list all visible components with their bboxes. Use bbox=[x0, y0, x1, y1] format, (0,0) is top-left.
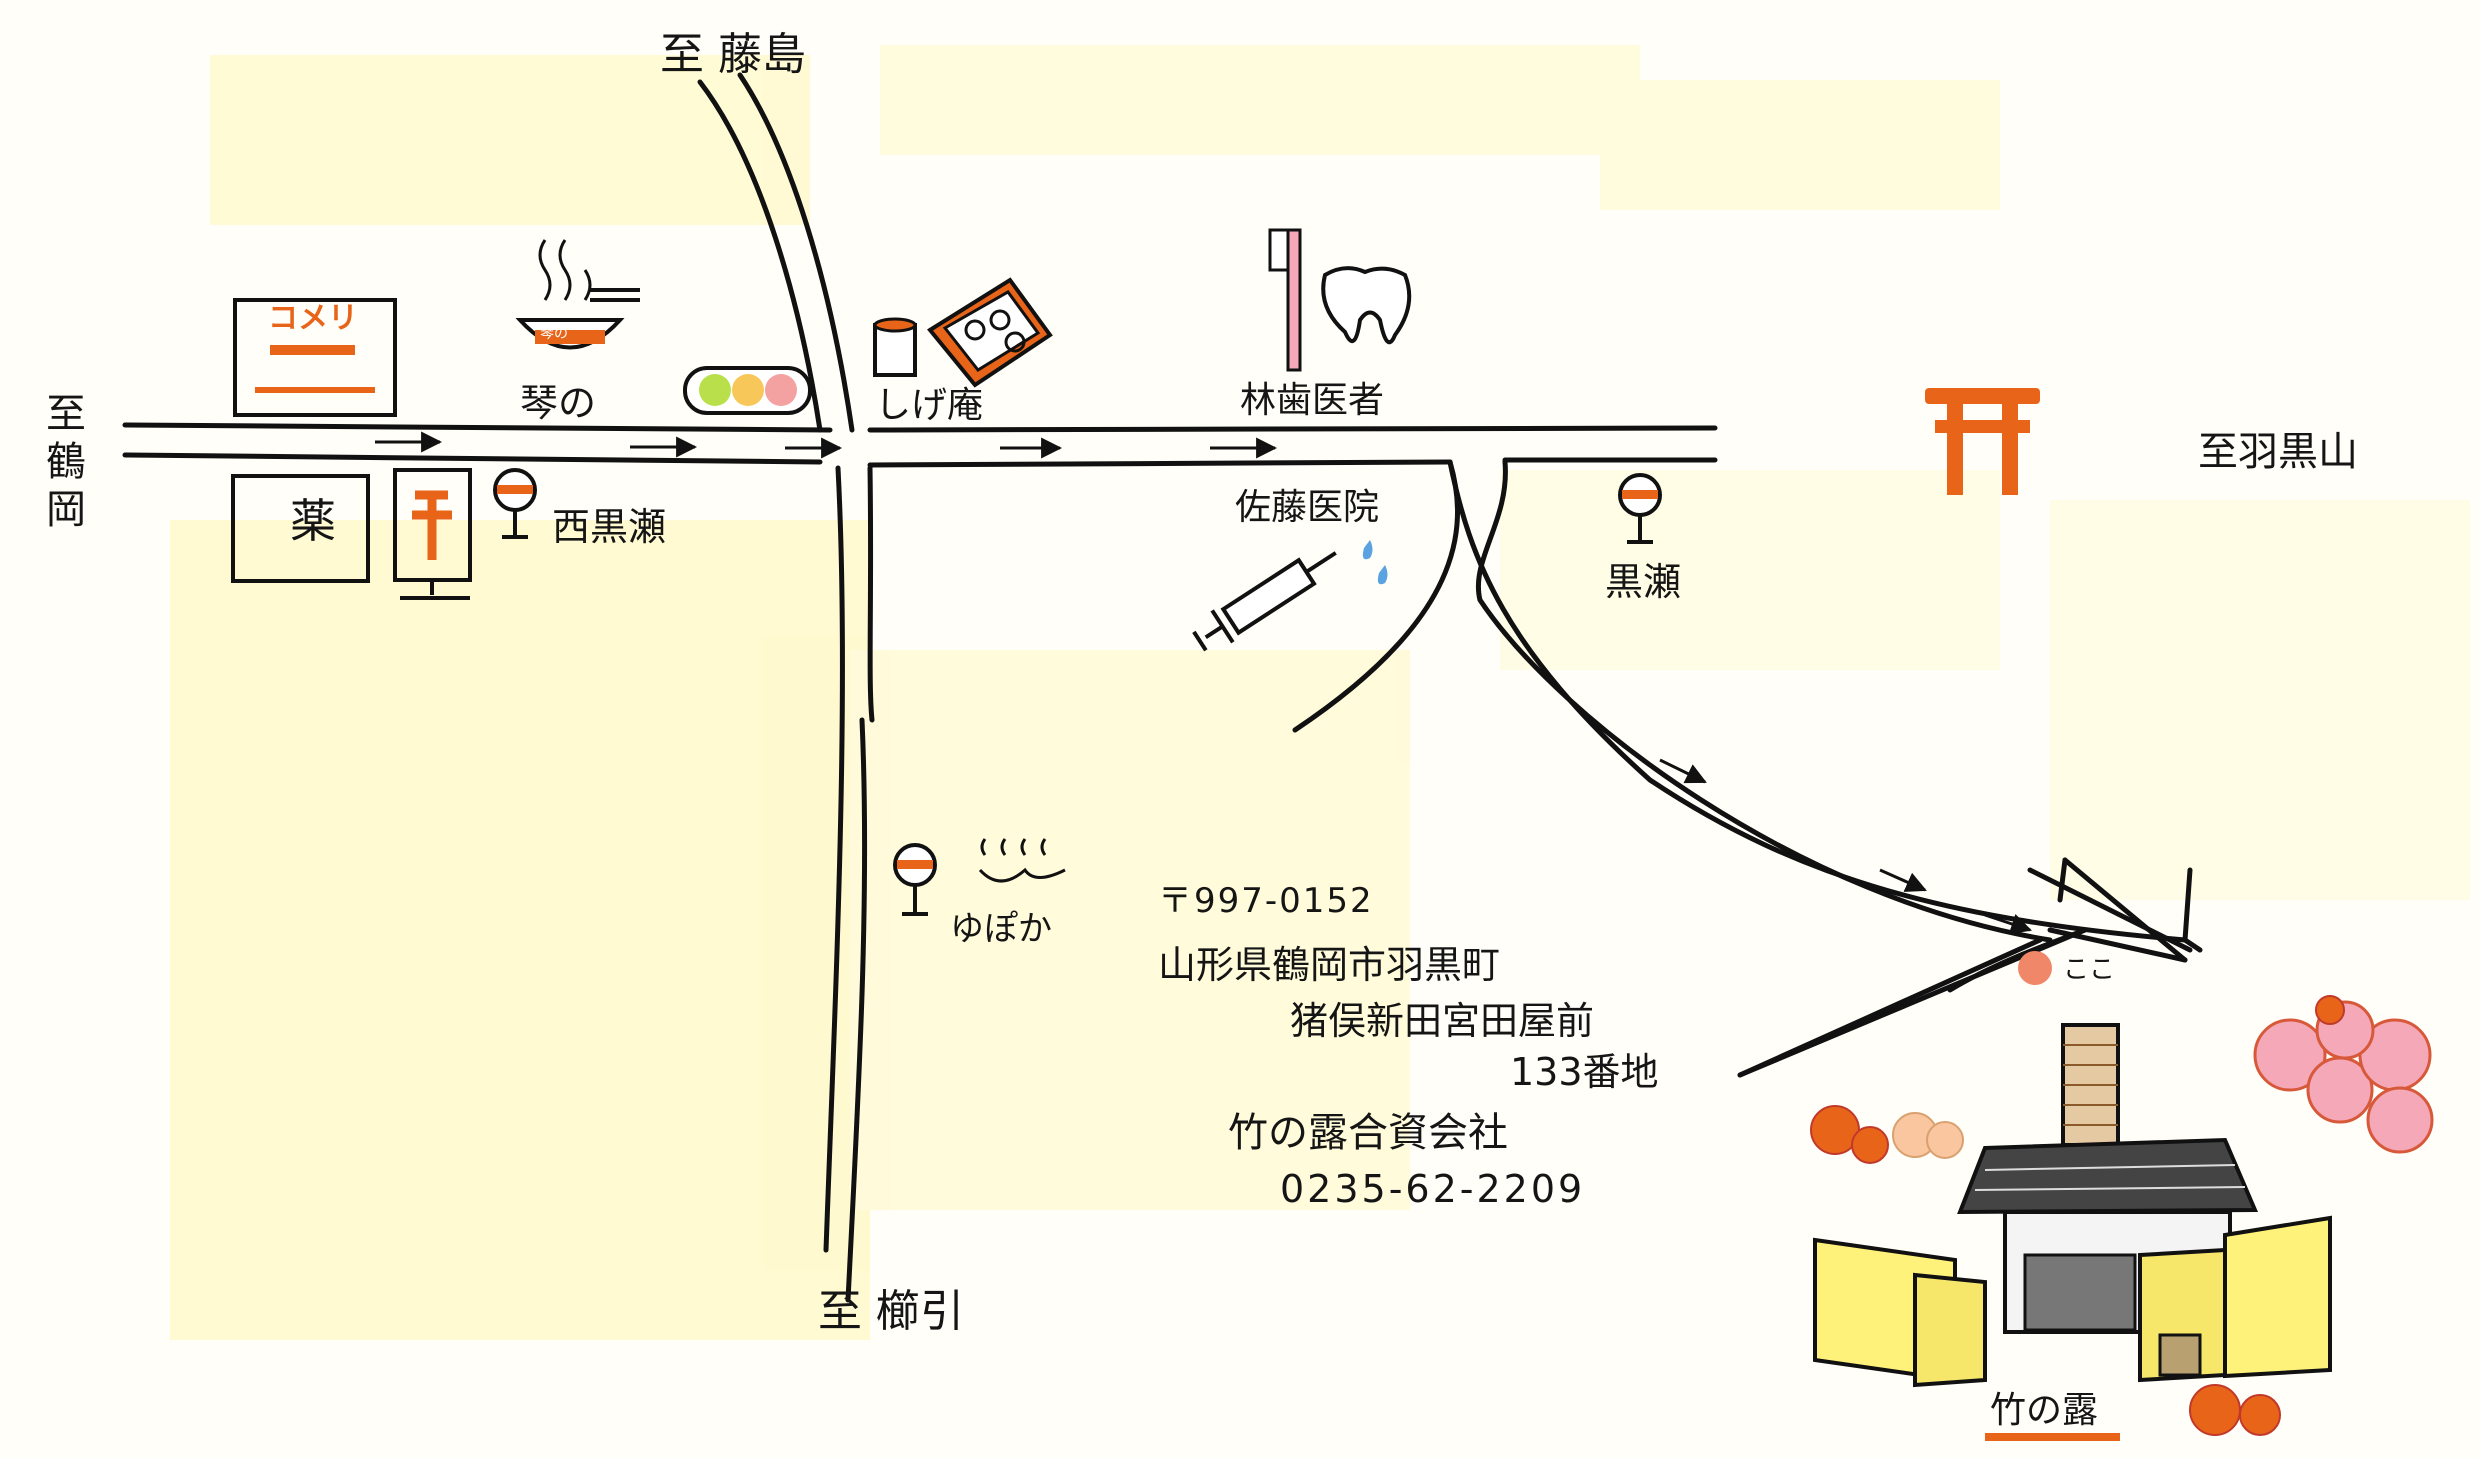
tea-cup-icon bbox=[873, 317, 917, 377]
nishi-kurose-label: 西黒瀬 bbox=[552, 505, 667, 549]
dentist-label: 林歯医者 bbox=[1240, 380, 1385, 421]
yupokan-label: ゆぽか bbox=[950, 909, 1052, 949]
koko-label: ここ bbox=[2063, 955, 2116, 985]
postal-code: 〒997-0152 bbox=[1158, 881, 1374, 921]
bus-stop-icon-nishi bbox=[493, 468, 537, 539]
roads bbox=[122, 72, 2203, 1303]
toothbrush-icon bbox=[1268, 228, 1302, 372]
bento-box-icon bbox=[927, 277, 1053, 388]
ramen-icon bbox=[515, 239, 640, 350]
side-road-curve bbox=[1292, 459, 1460, 733]
address-line-2: 猪俣新田宮田屋前 bbox=[1290, 999, 1595, 1043]
north-road-right-edge bbox=[737, 72, 855, 433]
post-office-icon bbox=[393, 468, 472, 600]
kotono-bowl-label: 琴の bbox=[540, 326, 568, 342]
syringe-icon bbox=[1192, 540, 1388, 652]
destination-marker bbox=[2018, 951, 2052, 985]
main-road-bottom-edge bbox=[122, 452, 1718, 468]
brewery-building-icon bbox=[1813, 1023, 2332, 1441]
torii-icon bbox=[1925, 388, 2040, 495]
tooth-icon bbox=[1321, 266, 1412, 345]
pharmacy-building bbox=[231, 474, 370, 583]
direction-west-label: 至鶴岡 bbox=[39, 392, 85, 536]
direction-east-label: 至羽黒山 bbox=[2198, 429, 2358, 475]
cross-road-brewery-b bbox=[1737, 867, 2203, 1078]
komeri-store bbox=[233, 298, 397, 417]
phone-number: 0235-62-2209 bbox=[1280, 1167, 1586, 1211]
address-line-1: 山形県鶴岡市羽黒町 bbox=[1158, 943, 1501, 987]
kotono-label: 琴の bbox=[520, 381, 597, 425]
sato-clinic-label: 佐藤医院 bbox=[1235, 487, 1380, 528]
cherry-blossom-icon bbox=[1810, 995, 2434, 1436]
direction-north-label: 至 藤島 bbox=[660, 29, 806, 80]
komeri-label: コメリ bbox=[268, 301, 358, 336]
traffic-light-icon bbox=[683, 366, 812, 415]
south-road-left-edge bbox=[823, 465, 845, 1253]
hot-spring-icon bbox=[978, 838, 1066, 883]
brewery-access-road bbox=[1737, 857, 2068, 1078]
cross-road-right bbox=[2047, 927, 2188, 963]
kurose-label: 黒瀬 bbox=[1605, 560, 1682, 604]
shigean-label: しげ庵 bbox=[875, 385, 984, 426]
pharmacy-label: 薬 bbox=[290, 494, 336, 548]
crayon-background bbox=[170, 45, 2470, 1340]
main-road-top-edge bbox=[122, 422, 1718, 433]
direction-arrows bbox=[375, 431, 2032, 934]
address-line-3: 133番地 bbox=[1510, 1050, 1659, 1094]
cross-road-brewery-a bbox=[2062, 857, 2188, 963]
south-road-right-edge bbox=[845, 465, 875, 1303]
direction-south-label: 至 櫛引 bbox=[818, 1286, 964, 1337]
brewery-sign-label: 竹の露 bbox=[1990, 1390, 2099, 1431]
bus-stop-icon-kurose bbox=[1618, 473, 1662, 544]
north-road-left-edge bbox=[697, 79, 823, 433]
bus-stop-icon-yupokan bbox=[893, 843, 937, 916]
company-name: 竹の露合資会社 bbox=[1228, 1110, 1508, 1156]
diagonal-road-lower bbox=[1476, 459, 2053, 943]
